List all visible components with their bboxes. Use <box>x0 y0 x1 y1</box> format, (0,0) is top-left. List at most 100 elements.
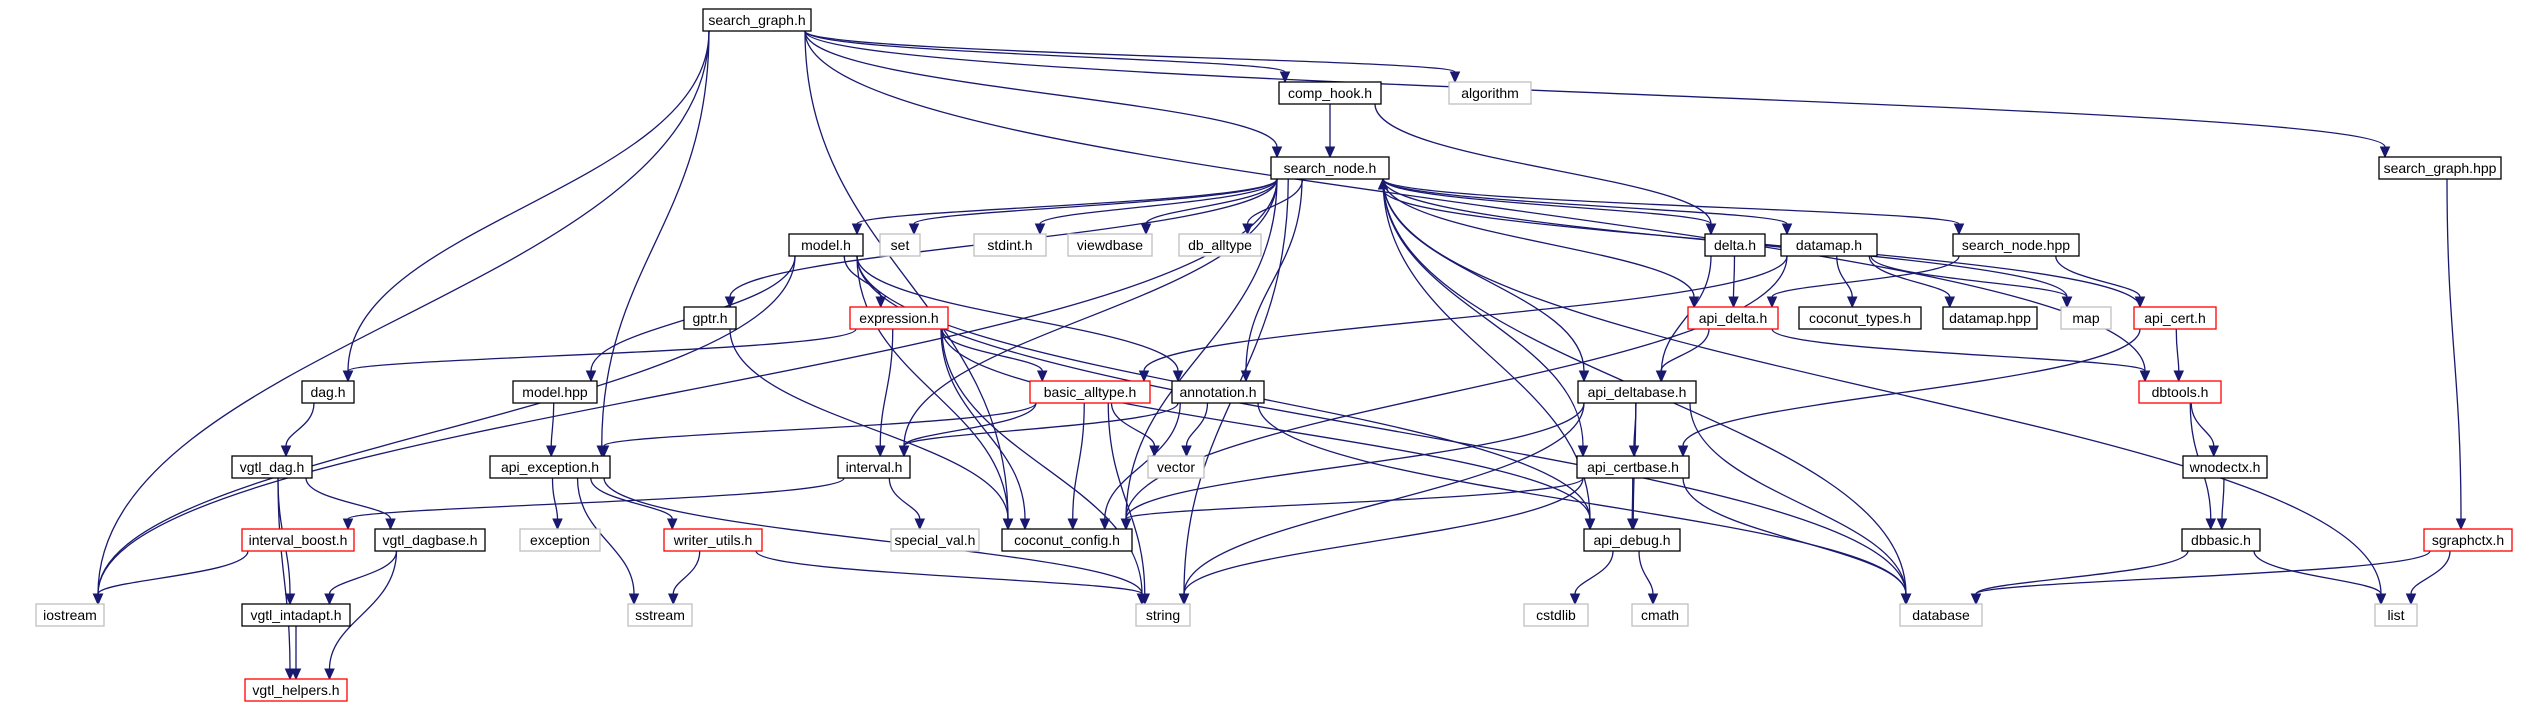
node-box <box>1798 306 1922 330</box>
edge-line <box>305 477 392 520</box>
node-coconut-config-h[interactable]: coconut_config.h <box>1001 528 1133 552</box>
edge-search_node_h-to-delta_h <box>1382 178 1717 236</box>
edge-search_graph_h-to-algorithm <box>804 30 1461 84</box>
node-label: gptr.h <box>692 310 727 326</box>
node-label: datamap.h <box>1796 237 1862 253</box>
edge-arrowhead <box>1584 518 1596 531</box>
edge-arrowhead <box>1377 177 1389 190</box>
edge-line <box>1631 477 1634 520</box>
node-box <box>2138 380 2222 404</box>
node-box <box>1029 380 1151 404</box>
edge-arrowhead <box>2061 296 2073 309</box>
edge-line <box>1574 550 1614 595</box>
node-search-graph-hpp[interactable]: search_graph.hpp <box>2378 156 2502 180</box>
node-dbtools-h[interactable]: dbtools.h <box>2138 380 2222 404</box>
node-box <box>2133 306 2217 330</box>
edge-line <box>347 477 845 520</box>
node-label: search_graph.h <box>708 12 805 28</box>
node-api-deltabase-h[interactable]: api_deltabase.h <box>1577 380 1697 404</box>
node-annotation-h[interactable]: annotation.h <box>1171 380 1265 404</box>
edge-line <box>856 255 1179 372</box>
edge-line <box>843 255 882 298</box>
node-model-h[interactable]: model.h <box>788 233 864 257</box>
node-vector: vector <box>1147 455 1205 479</box>
node-model-hpp[interactable]: model.hpp <box>512 380 598 404</box>
node-box <box>519 528 601 552</box>
edge-arrowhead <box>1569 593 1581 606</box>
edge-arrowhead <box>2455 518 2467 531</box>
node-dag-h[interactable]: dag.h <box>301 380 355 404</box>
edge-line <box>941 328 1591 520</box>
node-vgtl-dagbase-h[interactable]: vgtl_dagbase.h <box>374 528 486 552</box>
edge-line <box>903 402 1179 447</box>
node-writer-utils-h[interactable]: writer_utils.h <box>663 528 763 552</box>
node-gptr-h[interactable]: gptr.h <box>683 306 737 330</box>
node-box <box>1780 233 1878 257</box>
edge-line <box>1125 178 1278 520</box>
edge-arrowhead <box>284 593 296 606</box>
node-delta-h[interactable]: delta.h <box>1704 233 1766 257</box>
edge-line <box>1382 178 1960 225</box>
node-box <box>1171 380 1265 404</box>
edge-arrowhead <box>1655 370 1667 383</box>
edge-search_graph_h-to-search_node_h <box>804 30 1283 159</box>
edge-search_graph_h-to-iostream <box>92 30 710 606</box>
node-label: model.hpp <box>522 384 588 400</box>
node-label: api_exception.h <box>501 459 599 475</box>
node-interval-h[interactable]: interval.h <box>837 455 911 479</box>
edge-arrowhead <box>92 593 104 606</box>
node-basic-alltype-h[interactable]: basic_alltype.h <box>1029 380 1151 404</box>
node-search-node-hpp[interactable]: search_node.hpp <box>1952 233 2080 257</box>
edge-api_exception_h-to-exception <box>551 477 563 531</box>
node-box <box>2378 156 2502 180</box>
edge-line <box>590 477 673 520</box>
node-interval-boost-h[interactable]: interval_boost.h <box>241 528 355 552</box>
node-label: api_cert.h <box>2144 310 2205 326</box>
node-vgtl-dag-h[interactable]: vgtl_dag.h <box>231 455 313 479</box>
node-vgtl-helpers-h[interactable]: vgtl_helpers.h <box>244 678 348 702</box>
node-box <box>1952 233 2080 257</box>
node-api-certbase-h[interactable]: api_certbase.h <box>1576 455 1690 479</box>
edge-line <box>804 30 1456 73</box>
node-coconut-types-h[interactable]: coconut_types.h <box>1798 306 1922 330</box>
node-box <box>489 455 611 479</box>
edge-annotation_h-to-coconut_config_h <box>1099 402 1181 531</box>
node-box <box>849 306 949 330</box>
node-label: api_certbase.h <box>1587 459 1679 475</box>
node-box <box>702 8 812 32</box>
node-viewdbase: viewdbase <box>1067 233 1153 257</box>
edge-search_node_hpp-to-api_delta_h <box>1766 255 1960 309</box>
node-api-cert-h[interactable]: api_cert.h <box>2133 306 2217 330</box>
edge-dbtools_h-to-wnodectx_h <box>2190 402 2220 458</box>
node-label: iostream <box>43 607 97 623</box>
edge-api_exception_h-to-writer_utils_h <box>590 477 678 531</box>
node-box <box>879 233 921 257</box>
edge-api_certbase_h-to-string <box>1178 477 1584 606</box>
node-label: coconut_config.h <box>1014 532 1120 548</box>
edge-line <box>1183 402 1585 595</box>
node-api-exception-h[interactable]: api_exception.h <box>489 455 611 479</box>
node-box <box>1278 81 1382 105</box>
node-box <box>244 678 348 702</box>
edge-arrowhead <box>1099 518 1111 531</box>
node-comp-hook-h[interactable]: comp_hook.h <box>1278 81 1382 105</box>
edge-line <box>804 30 1286 73</box>
node-api-debug-h[interactable]: api_debug.h <box>1583 528 1681 552</box>
node-search-graph-h[interactable]: search_graph.h <box>702 8 812 32</box>
node-expression-h[interactable]: expression.h <box>849 306 949 330</box>
node-api-delta-h[interactable]: api_delta.h <box>1687 306 1779 330</box>
node-wnodectx-h[interactable]: wnodectx.h <box>2182 455 2268 479</box>
node-sgraphctx-h[interactable]: sgraphctx.h <box>2423 528 2513 552</box>
edge-line <box>603 477 1143 595</box>
node-box <box>1631 603 1689 627</box>
edge-expression_h-to-dag_h <box>342 328 857 383</box>
edge-comp_hook_h-to-search_node_h <box>1324 104 1336 159</box>
node-box <box>1270 156 1390 180</box>
node-search-node-h[interactable]: search_node.h <box>1270 156 1390 180</box>
node-stdint-h: stdint.h <box>973 233 1047 257</box>
node-datamap-h[interactable]: datamap.h <box>1780 233 1878 257</box>
edge-line <box>1975 550 2189 595</box>
node-vgtl-intadapt-h[interactable]: vgtl_intadapt.h <box>241 603 351 627</box>
node-datamap-hpp[interactable]: datamap.hpp <box>1942 306 2038 330</box>
node-dbbasic-h[interactable]: dbbasic.h <box>2181 528 2261 552</box>
